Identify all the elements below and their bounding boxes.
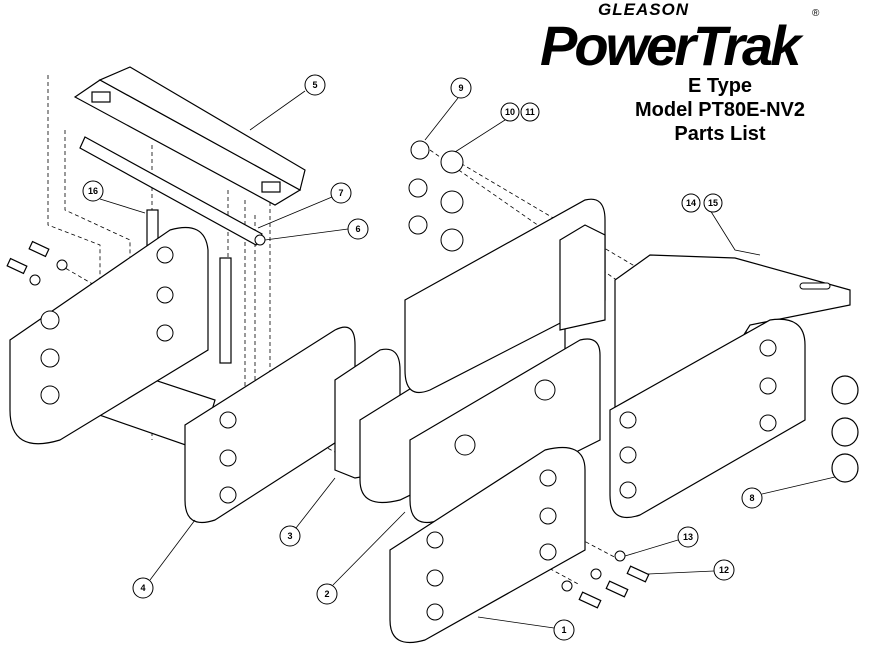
callout-12: 12 <box>713 559 735 581</box>
svg-text:13: 13 <box>683 532 693 542</box>
svg-text:14: 14 <box>686 198 696 208</box>
title-block: E Type Model PT80E-NV2 Parts List <box>600 74 840 146</box>
svg-text:5: 5 <box>312 80 317 90</box>
callout-5: 5 <box>304 74 326 96</box>
svg-text:7: 7 <box>338 188 343 198</box>
registered-mark: ® <box>812 8 820 19</box>
callout-3: 3 <box>279 525 301 547</box>
logo-brand: GLEASON <box>598 0 690 19</box>
svg-text:6: 6 <box>355 224 360 234</box>
callout-16: 16 <box>82 180 104 202</box>
callout-6: 6 <box>347 218 369 240</box>
callout-14: 14 <box>681 193 701 213</box>
part-8-bushings <box>831 375 859 483</box>
model-title: Model PT80E-NV2 <box>634 99 806 121</box>
callout-1: 1 <box>553 619 575 641</box>
svg-text:12: 12 <box>719 565 729 575</box>
upper-chain-link <box>559 224 606 331</box>
svg-text:11: 11 <box>525 107 535 117</box>
callout-8: 8 <box>741 487 763 509</box>
svg-text:15: 15 <box>708 198 718 208</box>
svg-text:9: 9 <box>458 83 463 93</box>
svg-text:16: 16 <box>88 186 98 196</box>
parts-list-title: Parts List <box>674 123 766 145</box>
part-9-retaining-rings <box>408 140 430 235</box>
svg-text:10: 10 <box>505 107 515 117</box>
callout-11: 11 <box>520 102 540 122</box>
svg-text:2: 2 <box>324 589 329 599</box>
leader-lines <box>99 90 836 629</box>
logo-wordmark: PowerTrak <box>540 14 801 77</box>
svg-text:1: 1 <box>561 625 566 635</box>
part-10-11-washers <box>440 150 464 252</box>
callout-4: 4 <box>132 577 154 599</box>
callout-7: 7 <box>330 182 352 204</box>
screws-and-washers <box>6 240 650 609</box>
right-side-plate <box>609 318 806 519</box>
callout-15: 15 <box>703 193 723 213</box>
svg-text:3: 3 <box>287 531 292 541</box>
callout-9: 9 <box>450 77 472 99</box>
left-side-plate <box>9 226 209 445</box>
callout-10: 10 <box>500 102 520 122</box>
callout-13: 13 <box>677 526 699 548</box>
part-1-plate <box>389 446 586 644</box>
callout-2: 2 <box>316 583 338 605</box>
part-6-plug <box>254 234 266 246</box>
type-title: E Type <box>687 75 753 97</box>
svg-text:4: 4 <box>140 583 145 593</box>
part-16-standoff <box>219 257 232 364</box>
part-7-rod <box>79 136 263 246</box>
svg-text:8: 8 <box>749 493 754 503</box>
part-5-tray <box>73 66 306 206</box>
